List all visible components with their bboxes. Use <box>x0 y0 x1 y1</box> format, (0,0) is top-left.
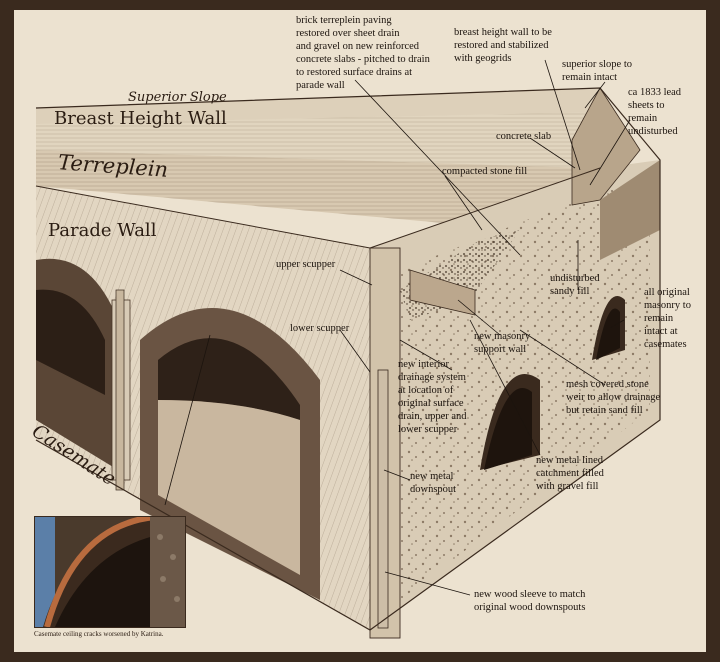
masonry-support-wall <box>409 269 476 316</box>
callout-breast-height-restore: breast height wall to be restored and st… <box>454 27 552 64</box>
callout-undisturbed-fill: undisturbed sandy fill <box>550 273 600 297</box>
breast-wall-section <box>571 87 641 206</box>
superior-slope-label: Superior Slope <box>128 90 227 105</box>
callout-upper-scupper: upper scupper <box>276 259 336 270</box>
breast-height-wall-label: Breast Height Wall <box>54 108 227 129</box>
callout-lower-scupper: lower scupper <box>290 323 350 334</box>
callout-concrete-slab: concrete slab <box>496 131 552 142</box>
parade-wall-label: Parade Wall <box>48 220 157 241</box>
callout-wood-sleeve: new wood sleeve to match original wood d… <box>474 589 586 613</box>
callout-mesh-weir: mesh covered stone weir to allow drainag… <box>566 379 661 416</box>
callout-lead-sheets: ca 1833 lead sheets to remain undisturbe… <box>628 87 682 137</box>
callout-superior-slope-intact: superior slope to remain intact <box>562 59 632 83</box>
metal-downspout <box>377 369 389 629</box>
casemate-ceiling-photo <box>34 516 186 628</box>
callout-catchment: new metal lined catchment filled with gr… <box>536 455 604 492</box>
callout-brick-terreplein: brick terreplein paving restored over sh… <box>296 15 430 91</box>
photo-caption: Casemate ceiling cracks worsened by Katr… <box>34 630 164 638</box>
wood-downspout-left <box>115 289 125 491</box>
callout-original-masonry: all original masonry to remain intact at… <box>644 287 691 350</box>
leader-lines <box>164 59 631 596</box>
callout-compacted-fill: compacted stone fill <box>442 166 528 177</box>
callout-interior-drainage: new interior drainage system at location… <box>398 359 467 435</box>
callout-metal-downspout: new metal downspout <box>410 471 457 495</box>
callout-masonry-support: new masonry support wall <box>474 331 531 355</box>
